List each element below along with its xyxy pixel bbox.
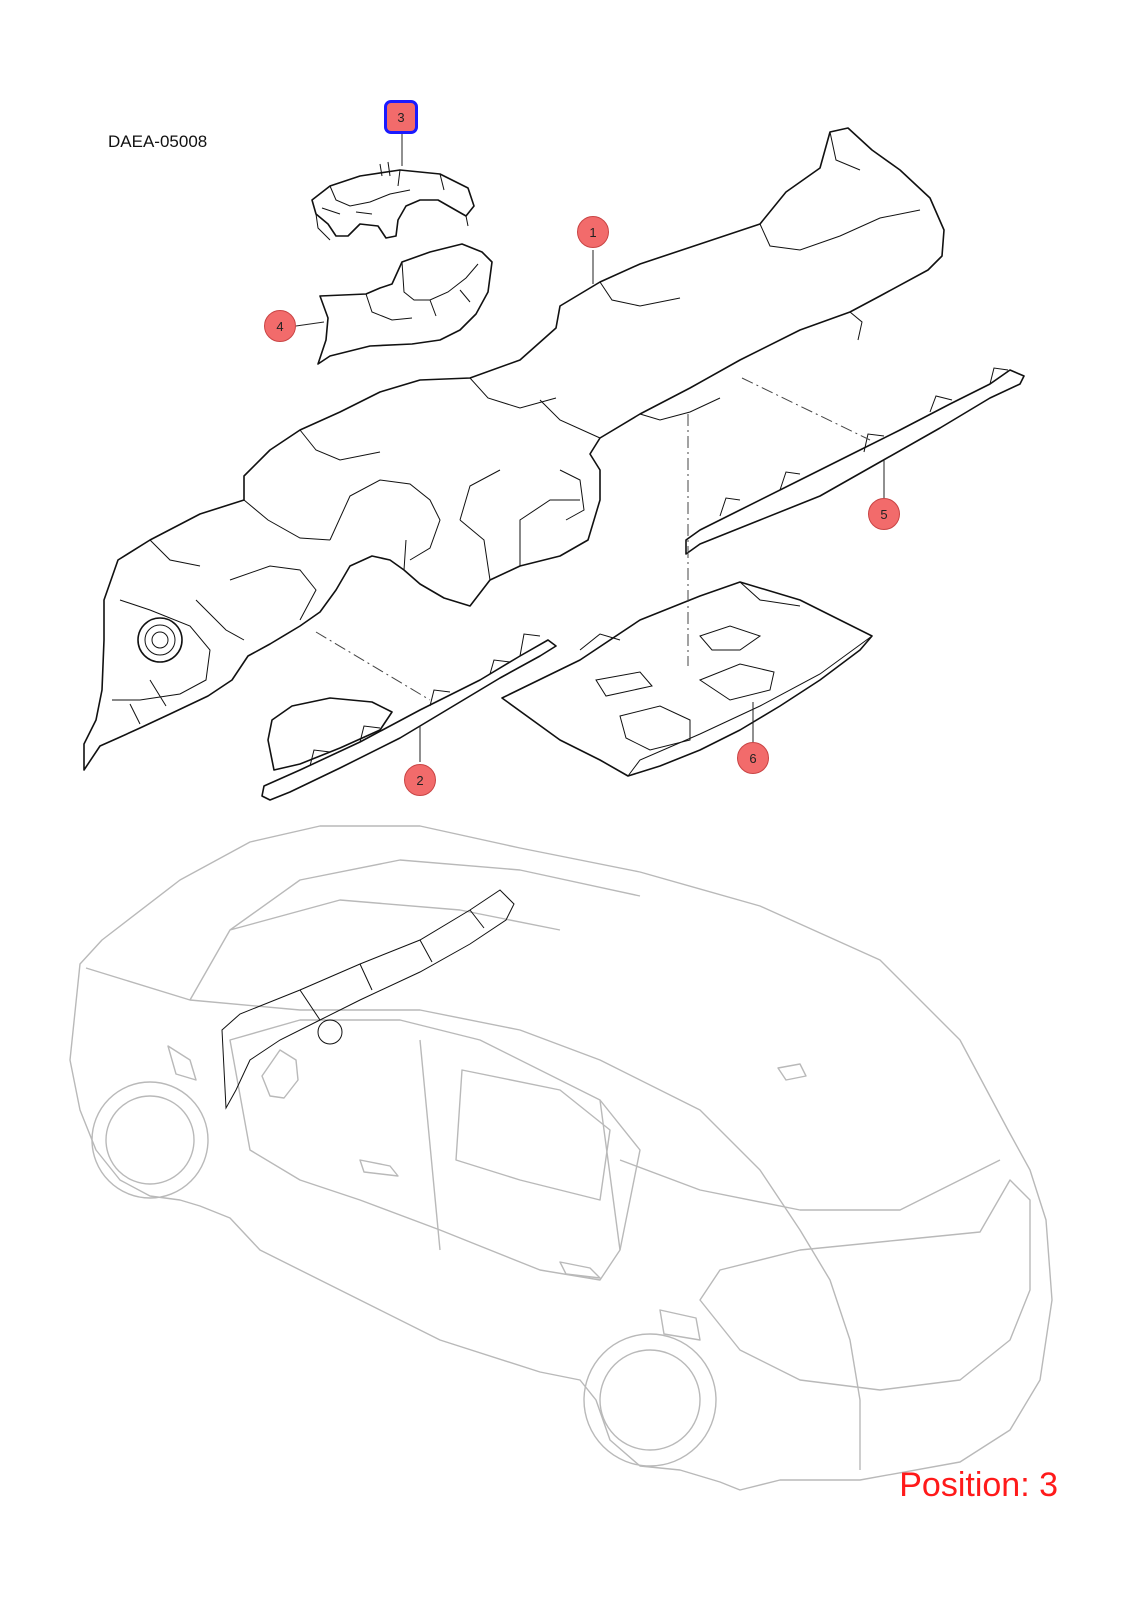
part-4-lower-column-shroud[interactable] xyxy=(317,243,493,365)
part-1-instrument-panel[interactable] xyxy=(83,127,945,771)
diagram-code-label: DAEA-05008 xyxy=(108,132,208,151)
callout-4[interactable]: 4 xyxy=(264,310,296,342)
callout-3[interactable]: 3 xyxy=(384,100,418,134)
callout-2[interactable]: 2 xyxy=(404,764,436,796)
vehicle-outline xyxy=(69,825,1053,1491)
callout-6[interactable]: 6 xyxy=(737,742,769,774)
leader-line-4 xyxy=(295,321,325,327)
part-3-upper-column-shroud[interactable] xyxy=(311,161,475,241)
callout-1[interactable]: 1 xyxy=(577,216,609,248)
position-label: Position: 3 xyxy=(899,1466,1058,1504)
part-6-lower-panel[interactable] xyxy=(501,581,873,777)
part-5-lower-trim-right[interactable] xyxy=(685,367,1025,555)
assembly-line-2 xyxy=(315,631,431,701)
callout-5[interactable]: 5 xyxy=(868,498,900,530)
part-2-lower-trim-left[interactable] xyxy=(261,633,557,801)
assembly-line-5 xyxy=(741,377,871,441)
